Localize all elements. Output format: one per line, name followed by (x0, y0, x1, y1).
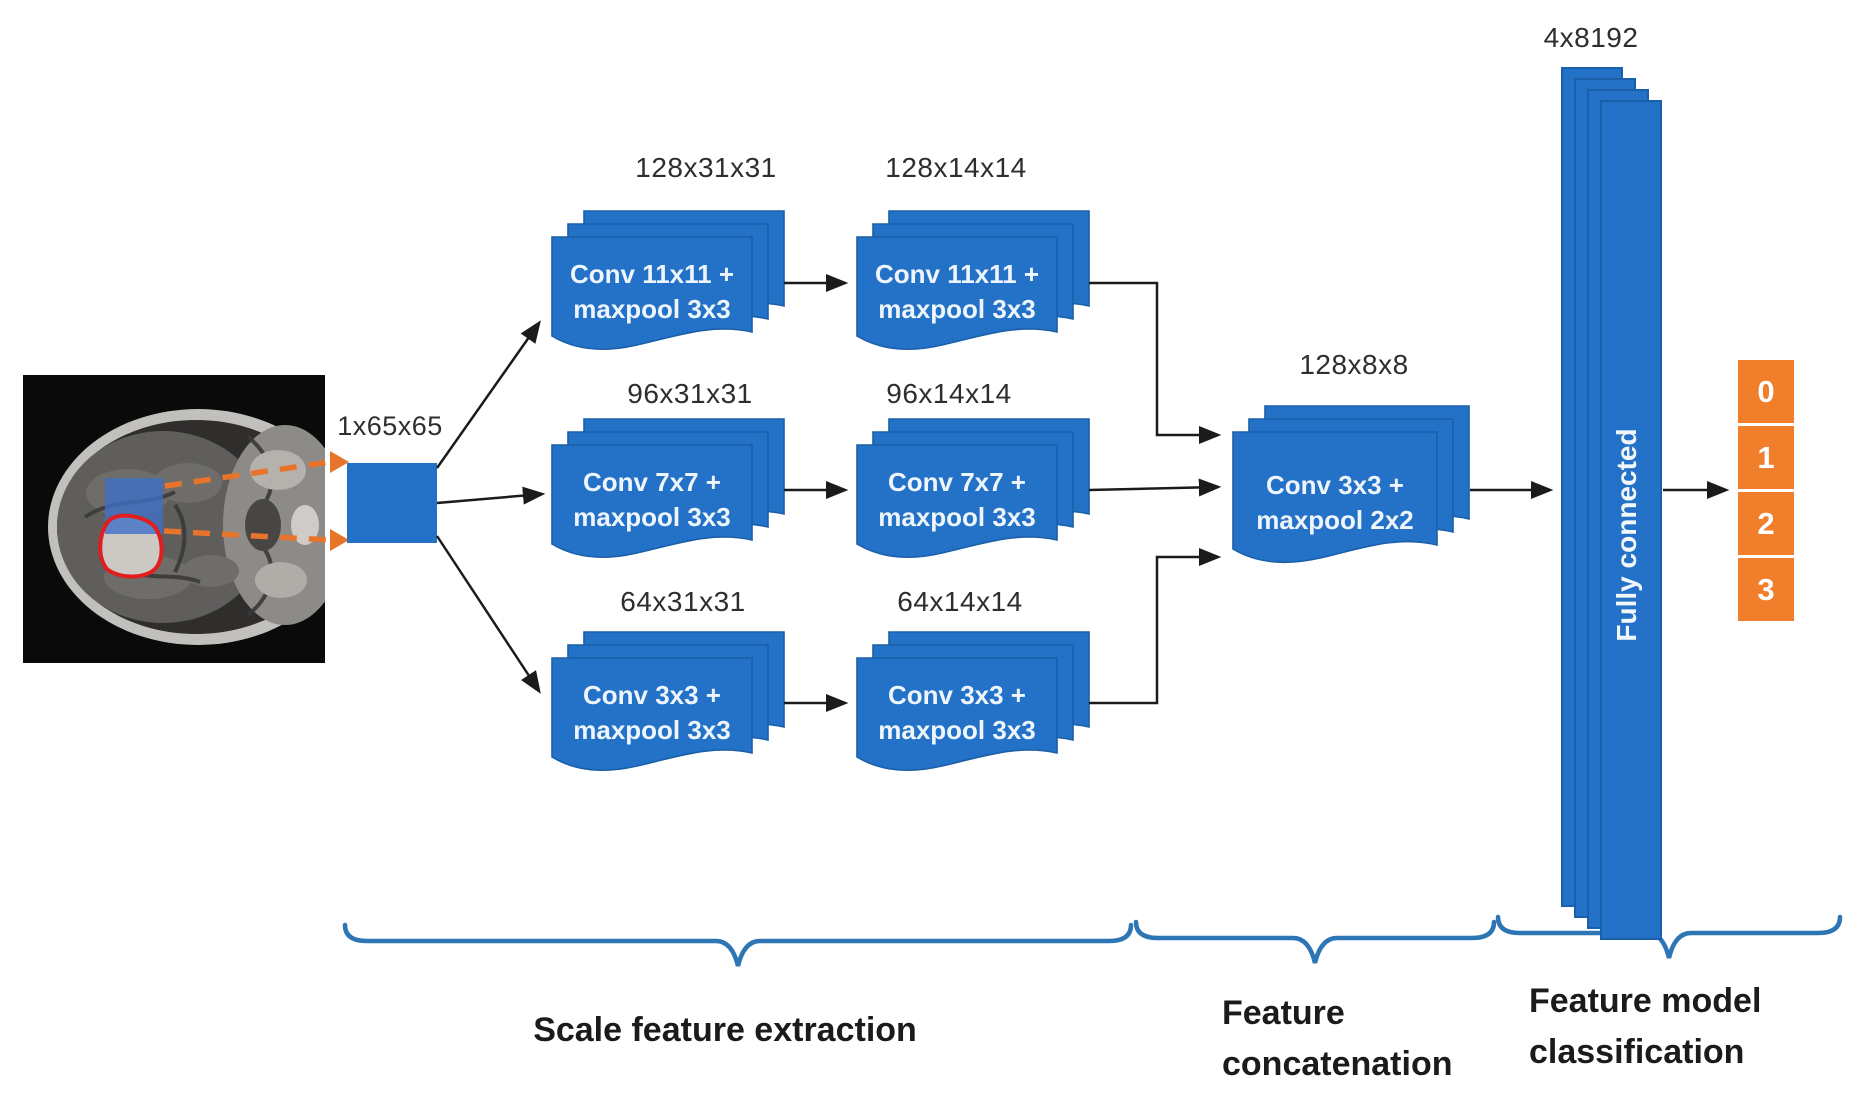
branch3-stage2-op-label: Conv 3x3 + maxpool 3x3 (878, 680, 1036, 745)
output-class-2: 2 (1738, 492, 1794, 555)
tumor-outline (98, 513, 164, 579)
branch1-stage2-op-label: Conv 11x11 + maxpool 3x3 (874, 259, 1040, 324)
output-class-1: 1 (1738, 426, 1794, 489)
branch2-stage1-dims-label: 96x31x31 (627, 378, 753, 409)
route-branch3-to-concat (1089, 548, 1222, 705)
branch3-stage2-dims-label: 64x14x14 (897, 586, 1023, 617)
stage-label-extraction: Scale feature extraction (533, 1011, 917, 1049)
route-branch1-to-concat (1089, 281, 1222, 444)
brace-feature-model-classification (1495, 914, 1843, 959)
branch3-stage1-op-label: Conv 3x3 + maxpool 3x3 (573, 680, 731, 745)
output-class-0: 0 (1738, 360, 1794, 423)
arrow-input-to-branch3 (435, 535, 541, 694)
branch2-stage2-op-label: Conv 7x7 + maxpool 3x3 (878, 467, 1036, 532)
concat-dims-label: 128x8x8 (1299, 349, 1409, 380)
stage-label-classification: Feature model classification (1529, 982, 1762, 1071)
route-branch2-to-concat (1088, 478, 1222, 497)
stage-label-concatenation: Feature concatenation (1222, 994, 1453, 1083)
branch1-stage2-dims-label: 128x14x14 (885, 152, 1027, 183)
branch2-stage2-dims-label: 96x14x14 (886, 378, 1012, 409)
mri-brain-image (23, 375, 325, 663)
patch-arrowhead-top-icon (330, 451, 349, 473)
concat-op-label: Conv 3x3 + maxpool 2x2 (1256, 470, 1414, 535)
brace-feature-concatenation (1133, 919, 1497, 964)
arrow-input-to-branch2 (436, 486, 546, 505)
output-class-3: 3 (1738, 558, 1794, 621)
output-class-column: 0 1 2 3 (1738, 360, 1794, 621)
fc-dims-label: 4x8192 (1543, 22, 1639, 53)
branch2-stage1-op-label: Conv 7x7 + maxpool 3x3 (573, 467, 731, 532)
brace-scale-feature-extraction (342, 922, 1134, 967)
branch1-stage1-op-label: Conv 11x11 + maxpool 3x3 (569, 259, 735, 324)
branch3-stage1-dims-label: 64x31x31 (620, 586, 746, 617)
branch1-stage1-dims-label: 128x31x31 (635, 152, 777, 183)
input-patch-square (347, 463, 437, 543)
arrow-input-to-branch1 (435, 320, 541, 469)
fully-connected-stack (1561, 67, 1662, 940)
patch-arrowhead-bottom-icon (330, 529, 349, 551)
input-dims-label: 1x65x65 (337, 411, 443, 441)
fully-connected-label: Fully connected (1611, 428, 1642, 642)
